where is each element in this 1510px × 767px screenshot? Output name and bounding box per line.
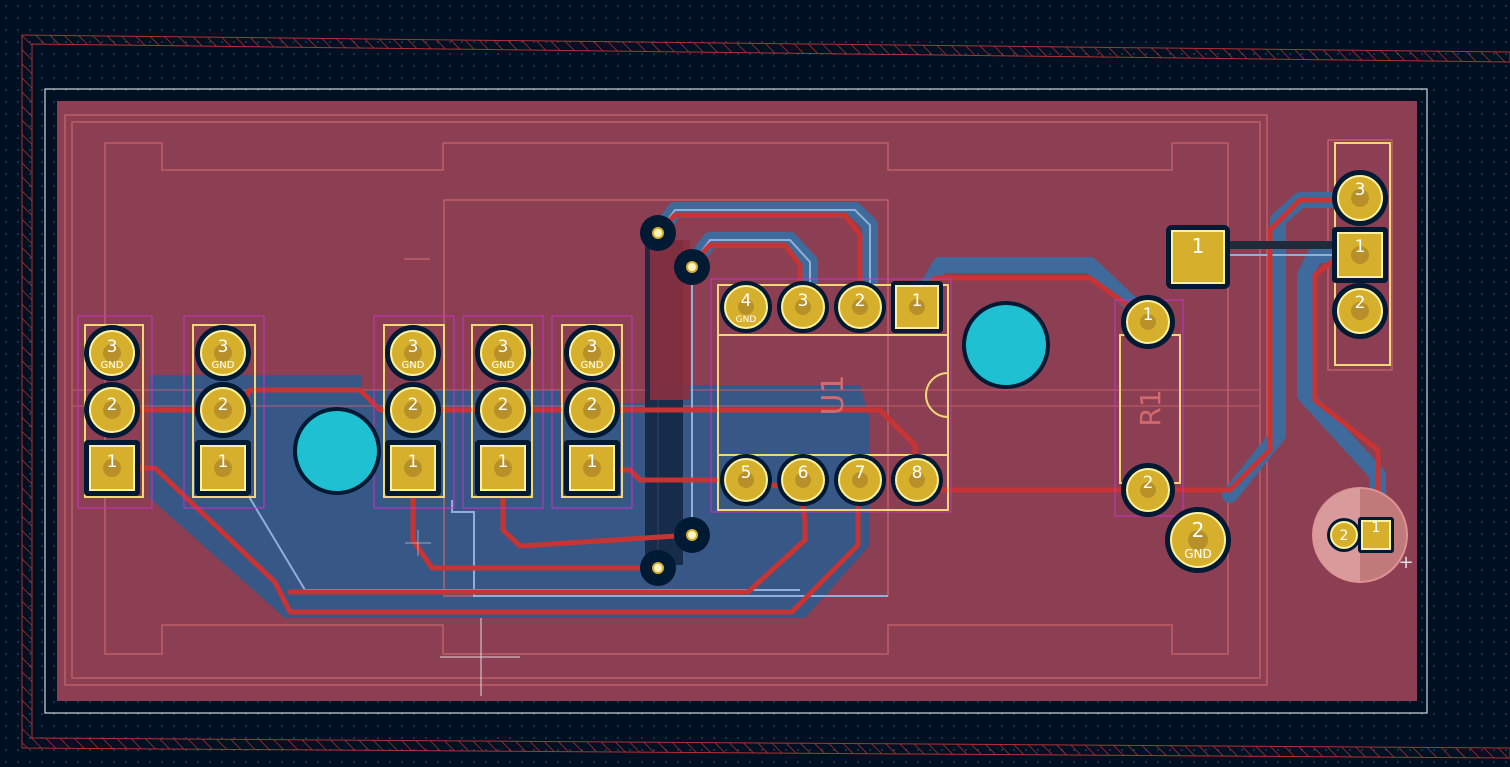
pad-number: 2	[107, 395, 118, 415]
pad-square	[1171, 230, 1225, 284]
power-pads[interactable]: 1 2 GND	[1165, 225, 1231, 573]
connector-right[interactable]: 3 1 2	[1332, 170, 1388, 339]
courtyards	[77, 278, 1184, 517]
pad-number: 2	[1340, 528, 1349, 544]
connector-j-c[interactable]: 3 GND 2 1	[385, 325, 441, 496]
pad-number: 1	[107, 452, 118, 472]
pad-number: 1	[587, 452, 598, 472]
pad-number: 2	[408, 395, 419, 415]
pad-number: 3	[587, 337, 598, 357]
silkscreen-layer	[64, 114, 1393, 686]
pad-number: 6	[798, 463, 809, 483]
pad-net: GND	[492, 360, 515, 371]
pad-number: 1	[1372, 520, 1381, 536]
pad-net: GND	[581, 360, 604, 371]
r1-reference: R1	[1134, 389, 1167, 426]
pad-number: 3	[798, 291, 809, 311]
pad-number: 8	[912, 463, 923, 483]
u1-notch	[925, 372, 949, 418]
pad-number: 4	[741, 291, 752, 311]
pad-number: 3	[107, 337, 118, 357]
pad-number: 1	[1192, 234, 1205, 258]
pad-number: 3	[408, 337, 419, 357]
pad-number: 1	[1355, 237, 1366, 257]
connector-j-e[interactable]: 3 GND 2 1	[564, 325, 620, 496]
connector-j-b[interactable]: 3 GND 2 1	[195, 325, 251, 496]
u1-bottom-row: 5 6 7 8	[720, 454, 943, 506]
connector-j-a[interactable]: 3 GND 2 1	[84, 325, 140, 496]
pad-number: 2	[1192, 518, 1205, 542]
ic-u1[interactable]: U1 4 GND 3 2 1 5 6 7 8	[720, 281, 943, 506]
pad-net: GND	[736, 315, 757, 325]
pad-number: 1	[408, 452, 419, 472]
pad-number: 2	[587, 395, 598, 415]
cursor-crosshair	[405, 530, 520, 696]
board-edge-cuts	[44, 88, 1428, 714]
pad-net: GND	[402, 360, 425, 371]
pad-number: 2	[498, 395, 509, 415]
led-d1[interactable]: 2 1 +	[1312, 487, 1414, 583]
pad-number: 5	[741, 463, 752, 483]
vias	[640, 215, 710, 586]
connector-j-d[interactable]: 3 GND 2 1	[475, 325, 531, 496]
resistor-r1[interactable]: R1 1 2	[1121, 295, 1175, 517]
led-polarity-mark: +	[1398, 552, 1413, 573]
pad-net: GND	[101, 360, 124, 371]
pad-number: 2	[1355, 293, 1366, 313]
pad-number: 2	[1143, 473, 1154, 493]
pad-number: 3	[218, 337, 229, 357]
pad-net: GND	[1184, 547, 1212, 561]
pad-number: 1	[218, 452, 229, 472]
pad-square	[1361, 520, 1391, 550]
keepout-outline	[21, 34, 1510, 759]
pad-number: 7	[855, 463, 866, 483]
pad-round	[1330, 521, 1358, 549]
pad-number: 2	[218, 395, 229, 415]
mounting-holes	[293, 301, 1050, 495]
pad-number: 1	[912, 291, 923, 311]
u1-reference: U1	[816, 374, 851, 415]
u1-top-row: 4 GND 3 2 1	[720, 281, 943, 333]
pad-number: 2	[855, 291, 866, 311]
pad-net: GND	[212, 360, 235, 371]
pad-number: 3	[498, 337, 509, 357]
pad-number: 1	[498, 452, 509, 472]
pad-number: 3	[1355, 180, 1366, 200]
pad-number: 1	[1143, 305, 1154, 325]
